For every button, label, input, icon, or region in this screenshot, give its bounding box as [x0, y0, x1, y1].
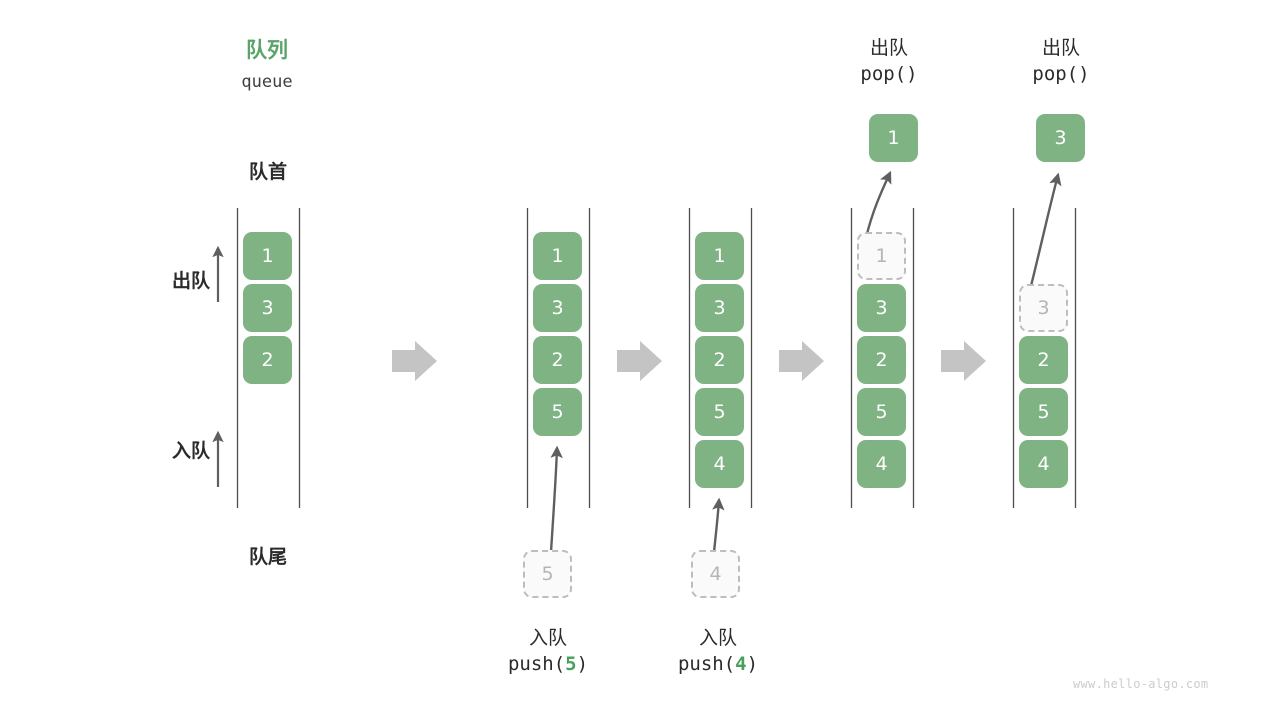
pending-push-cell: 4 [691, 550, 740, 598]
push-arrow-col3 [712, 497, 725, 553]
op-code-prefix: pop( [860, 63, 907, 85]
queue-rear-label: 队尾 [248, 546, 287, 568]
removed-ghost-cell: 3 [1019, 284, 1068, 332]
enqueue-side-label: 入队 [171, 440, 210, 462]
op-code-arg: 5 [565, 653, 577, 675]
operation-label-cn: 出队 [869, 37, 908, 59]
pop-arrow-col4 [864, 170, 892, 239]
op-code-arg: 4 [735, 653, 747, 675]
queue-cell: 2 [1019, 336, 1068, 384]
queue-title-en: queue [241, 72, 293, 92]
popped-value-cell: 1 [869, 114, 918, 162]
watermark: www.hello-algo.com [1073, 677, 1209, 691]
pop-arrow-col5 [1028, 172, 1062, 291]
removed-ghost-cell: 1 [857, 232, 906, 280]
operation-label-code: push(4) [658, 653, 778, 675]
step-arrow-1 [392, 341, 437, 381]
op-code-suffix: ) [1078, 63, 1090, 85]
operation-label-code: pop() [1001, 63, 1121, 85]
push-arrow-col2 [549, 445, 563, 553]
operation-label-code: push(5) [488, 653, 608, 675]
queue-cell: 4 [695, 440, 744, 488]
operation-label-cn: 出队 [1041, 37, 1080, 59]
op-code-prefix: pop( [1032, 63, 1079, 85]
queue-cell: 3 [533, 284, 582, 332]
queue-cell: 5 [857, 388, 906, 436]
queue-cell: 1 [533, 232, 582, 280]
queue-cell: 2 [243, 336, 292, 384]
queue-cell: 4 [857, 440, 906, 488]
op-code-prefix: push( [677, 653, 736, 675]
operation-label-cn: 入队 [528, 627, 567, 649]
queue-front-label: 队首 [248, 161, 287, 183]
pending-push-cell: 5 [523, 550, 572, 598]
queue-cell: 2 [857, 336, 906, 384]
queue-cell: 3 [243, 284, 292, 332]
queue-cell: 3 [695, 284, 744, 332]
operation-label-code: pop() [829, 63, 949, 85]
step-arrow-3 [779, 341, 824, 381]
op-code-prefix: push( [507, 653, 566, 675]
queue-cell: 1 [695, 232, 744, 280]
queue-cell: 3 [857, 284, 906, 332]
dequeue-side-label: 出队 [171, 270, 210, 292]
queue-cell: 1 [243, 232, 292, 280]
queue-cell: 4 [1019, 440, 1068, 488]
rails [236, 208, 1077, 508]
queue-cell: 5 [533, 388, 582, 436]
step-arrow-4 [941, 341, 986, 381]
queue-cell: 5 [1019, 388, 1068, 436]
op-code-suffix: ) [576, 653, 589, 675]
queue-title-cn: 队列 [246, 38, 288, 62]
queue-cell: 5 [695, 388, 744, 436]
step-arrow-2 [617, 341, 662, 381]
op-code-suffix: ) [746, 653, 759, 675]
queue-cell: 2 [695, 336, 744, 384]
queue-cell: 2 [533, 336, 582, 384]
operation-label-cn: 入队 [698, 627, 737, 649]
popped-value-cell: 3 [1036, 114, 1085, 162]
op-code-suffix: ) [906, 63, 918, 85]
